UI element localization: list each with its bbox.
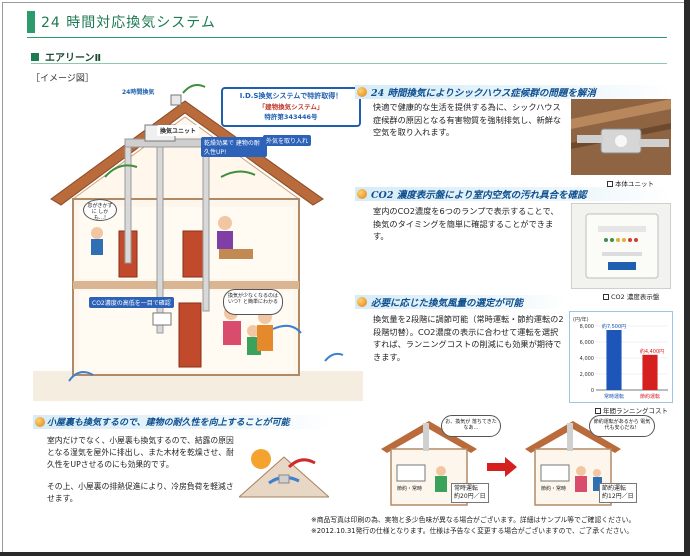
chart-category-label: 節約運転 (640, 393, 660, 400)
patent-line-2: 「建物換気システム」 (258, 103, 324, 111)
dry-effect-label: 乾燥効果で 建物の耐久性UP! (201, 137, 267, 157)
constant-mode-cost: 約20円／日 (454, 492, 486, 500)
saving-mode-box: 節約運転 約12円／日 (599, 483, 637, 503)
bottom-border-shadow (0, 552, 690, 556)
section3-bullet-icon (357, 297, 367, 307)
chart-y-tick-label: 4,000 (580, 356, 594, 362)
left-speech-bubble: お、換気が 落ちてきたなあ… (441, 415, 501, 437)
house-drawing (33, 84, 363, 401)
constant-mode-name: 常時運転 (454, 485, 479, 492)
page-title: 24 時間対応換気システム (41, 15, 216, 31)
exhaust-label: 24時間換気 (119, 86, 158, 97)
section4-body-1: 室内だけでなく、小屋裏も換気するので、結露の原因となる湿気を屋外に排出し、また木… (47, 436, 234, 470)
section4-body-2: その上、小屋裏の排熱促進により、冷房負荷を軽減させます。 (47, 482, 234, 504)
section4-title: 小屋裏も換気するので、建物の耐久性を向上することが可能 (47, 418, 290, 428)
product-heading: エアリーンⅡ (31, 49, 101, 64)
square-bullet-icon (31, 52, 39, 61)
co2-panel-photo (571, 203, 671, 289)
operation-mode-drawing (381, 421, 621, 506)
footnote-1: ※商品写真は印刷の為、実物と多少色味が異なる場合がございます。詳細はサンプル等で… (311, 516, 636, 524)
saving-mode-name: 節約運転 (602, 485, 627, 492)
chart-category-label: 常時運転 (604, 393, 624, 400)
section4-bullet-icon (35, 417, 45, 427)
section4-title-band (33, 415, 333, 429)
right-border-shadow (684, 0, 690, 556)
section3-caption: 年間ランニングコスト (595, 405, 668, 415)
patent-line-3: 特許第343446号 (264, 113, 318, 121)
operation-mode-diagrams: お、換気が 落ちてきたなあ… 節約運転があるから 電気代も安心だね！ 節約・常時… (375, 413, 675, 509)
right-speech-bubble: 節約運転があるから 電気代も安心だね！ (589, 415, 655, 437)
co2-panel-image (585, 213, 659, 279)
section1-bullet-icon (357, 87, 367, 97)
saving-mode-cost: 約12円／日 (602, 492, 634, 500)
chart-y-tick-label: 2,000 (580, 372, 594, 378)
section3-title: 必要に応じた換気風量の選定が可能 (371, 298, 524, 309)
chart-y-tick-label: 8,000 (580, 324, 594, 330)
section2-bullet-icon (357, 189, 367, 199)
patent-line-1: I.D.S換気システムで特許取得！ (239, 92, 343, 100)
patent-badge: I.D.S換気システムで特許取得！ 「建物換気システム」 特許第343446号 (221, 87, 361, 127)
section3-body: 換気量を2段階に調節可能（常時運転・節約運転の2段階切替）。CO2濃度の表示に合… (373, 314, 564, 363)
mother-speech-bubble: 換気が少なくなるのは いつ？と簡単にわかる (223, 289, 283, 315)
left-panel-label: 節約・常時 (397, 486, 423, 492)
constant-mode-box: 常時運転 約20円／日 (451, 483, 489, 503)
child-speech-bubble: 息がきかずに しかも…! (83, 199, 117, 221)
product-name: エアリーンⅡ (45, 53, 102, 64)
section1-body: 快適で健康的な生活を提供する為に、シックハウス症候群の原因となる有害物質を強制排… (373, 102, 562, 138)
section2-title-band (355, 187, 671, 201)
unit-label: 換気ユニット (157, 125, 200, 136)
intake-label: 外気を取り入れ (263, 135, 312, 146)
section2-body: 室内のCO2濃度を6つのランプで表示することで、換気のタイミングを簡単に確認する… (373, 206, 559, 242)
section1-title: 24 時間換気によりシックハウス症候群の問題を解消 (371, 88, 596, 99)
section2-title: CO2 濃度表示盤により室内空気の汚れ具合を確認 (371, 190, 587, 201)
page-header: 24 時間対応換気システム (27, 11, 216, 33)
attic-unit-image (571, 99, 671, 175)
unit-photo (571, 99, 671, 175)
chart-y-tick-label: 0 (591, 388, 594, 394)
running-cost-chart: (円/年) 0 2,000 4,000 6,000 8,000 約7,500円常時運転 約4,… (569, 311, 673, 403)
caption-square-icon (607, 181, 613, 187)
chart-y-axis-label: (円/年) (573, 316, 589, 323)
title-rule (27, 37, 667, 38)
caption-square-icon (603, 294, 609, 300)
caption-square-icon (595, 408, 601, 414)
attic-airflow-illustration (237, 437, 331, 505)
house-illustration: 24時間換気 換気ユニット 乾燥効果で 建物の耐久性UP! 外気を取り入れ I.… (33, 81, 363, 401)
footnote-2: ※2012.10.31発行の仕様となります。仕様は予告なく変更する場合がございま… (311, 526, 634, 535)
chart-bar (642, 354, 658, 390)
subtitle-rule (31, 63, 667, 64)
image-label: ［イメージ図］ (31, 74, 94, 84)
chart-data-label: 約4,400円 (640, 348, 664, 355)
right-panel-label: 節約・常時 (541, 486, 567, 492)
attic-airflow-drawing (237, 449, 331, 498)
chart-data-label: 約7,500円 (602, 323, 626, 330)
chart-bar (606, 330, 622, 390)
title-accent-bar (27, 11, 35, 33)
section2-caption: CO2 濃度表示盤 (603, 291, 659, 301)
section1-title-band (355, 85, 671, 99)
section1-caption: 本体ユニット (607, 178, 654, 188)
chart-y-tick-label: 6,000 (580, 340, 594, 346)
co2-callout: CO2濃度の高低を一目で確認 (89, 297, 174, 308)
section3-title-band (355, 295, 565, 309)
footnotes: ※商品写真は印刷の為、実物と多少色味が異なる場合がございます。詳細はサンプル等で… (311, 515, 635, 537)
